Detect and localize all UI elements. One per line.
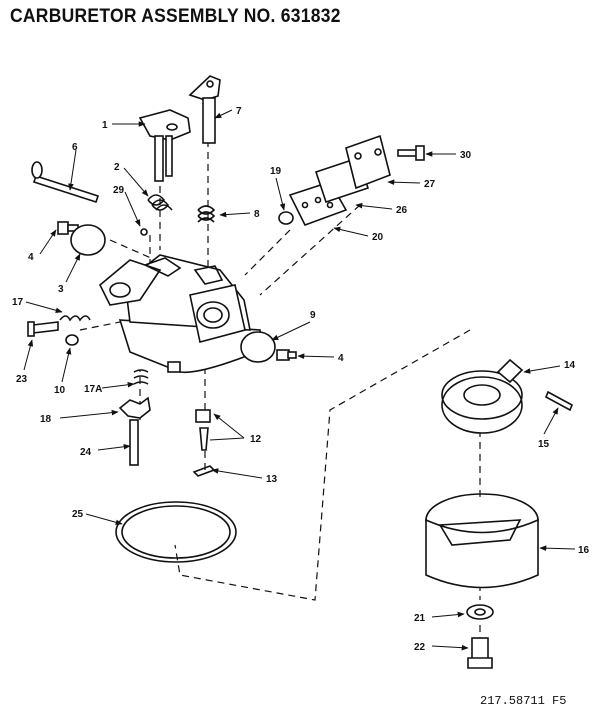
part-12-seat-needle (195, 409, 211, 451)
part-24-needle (129, 419, 139, 466)
label-part-18: 18 (40, 414, 52, 425)
label-part-6: 6 (72, 142, 78, 153)
part-30-screw (397, 145, 425, 161)
label-part-21: 21 (414, 613, 426, 624)
label-part-14: 14 (564, 360, 576, 371)
label-part-29: 29 (113, 185, 125, 196)
label-part-16: 16 (578, 545, 590, 556)
carburetor-body (99, 254, 263, 374)
label-part-4-lower: 4 (338, 353, 344, 364)
label-part-3: 3 (58, 284, 64, 295)
label-part-20: 20 (372, 232, 384, 243)
label-part-23: 23 (16, 374, 28, 385)
label-part-12: 12 (250, 434, 262, 445)
leader-lines (23, 109, 576, 651)
part-19-ring (278, 211, 294, 225)
part-17a-spring (133, 369, 149, 385)
label-part-7: 7 (236, 106, 242, 117)
part-9-plate (240, 331, 276, 363)
part-7-throttle-lever (188, 75, 221, 144)
label-part-27: 27 (424, 179, 436, 190)
part-15-pin (544, 390, 574, 412)
part-13-clip (192, 465, 216, 477)
label-part-30: 30 (460, 150, 472, 161)
part-22-bowl-nut (467, 637, 493, 669)
label-part-2: 2 (114, 162, 120, 173)
part-25-gasket (115, 501, 237, 563)
part-2-spring (147, 194, 173, 211)
label-part-15: 15 (538, 439, 550, 450)
drawing-code: 217.58711 F5 (480, 694, 567, 708)
part-8-spring (197, 205, 216, 223)
label-part-22: 22 (414, 642, 426, 653)
label-part-8: 8 (254, 209, 260, 220)
part-21-washer (466, 604, 494, 620)
label-part-10: 10 (54, 385, 66, 396)
label-part-9: 9 (310, 310, 316, 321)
part-10-o-ring (65, 334, 79, 346)
part-18-adjuster (118, 396, 151, 419)
label-part-19: 19 (270, 166, 282, 177)
part-1-choke-lever (138, 109, 191, 182)
label-part-13: 13 (266, 474, 278, 485)
part-labels: 1 7 2 6 29 8 4 3 17 23 10 17A 18 24 9 4 … (12, 106, 590, 653)
part-3-plate (70, 224, 106, 256)
diagram-title: CARBURETOR ASSEMBLY NO. 631832 (10, 6, 341, 27)
part-6-shaft (31, 161, 100, 204)
label-part-17a: 17A (84, 384, 102, 395)
part-17-spring (59, 315, 91, 322)
label-part-24: 24 (80, 447, 92, 458)
part-4-screw-lower (276, 349, 297, 361)
label-part-4-upper: 4 (28, 252, 34, 263)
part-16-float-bowl (425, 493, 539, 589)
label-part-1: 1 (102, 120, 108, 131)
label-part-17: 17 (12, 297, 24, 308)
part-23-screw (27, 321, 59, 337)
part-14-bowl-top (441, 358, 524, 434)
label-part-26: 26 (396, 205, 408, 216)
part-29-ball (140, 228, 148, 236)
label-part-25: 25 (72, 509, 84, 520)
part-27-cover (345, 134, 391, 190)
